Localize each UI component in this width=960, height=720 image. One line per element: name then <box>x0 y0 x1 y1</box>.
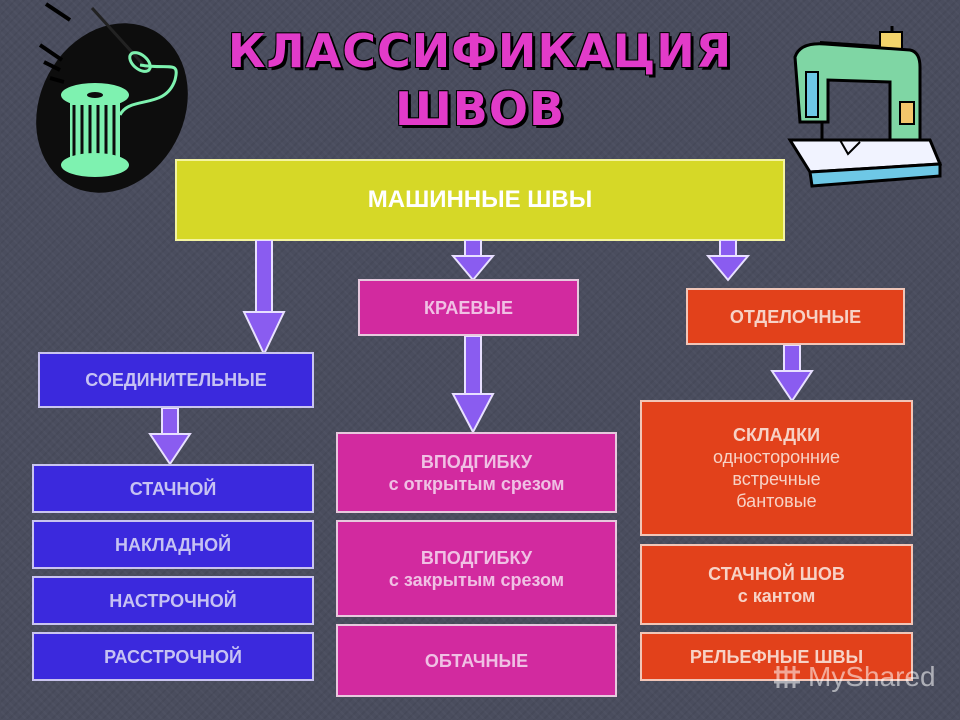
title-line-2: ШВОВ <box>394 82 566 136</box>
connecting-item-3: НАСТРОЧНОЙ <box>109 590 237 611</box>
finishing-item-2-sub: с кантом <box>737 585 816 606</box>
list-item: РЕЛЬЕФНЫЕ ШВЫ <box>640 632 913 681</box>
finishing-item-1-line-1: односторонние <box>712 447 841 467</box>
list-item: ВПОДГИБКУ с открытым срезом <box>336 432 617 513</box>
list-item: РАССТРОЧНОЙ <box>32 632 314 681</box>
root-label: МАШИННЫЕ ШВЫ <box>367 186 593 213</box>
arrow-edge-to-items <box>451 336 495 434</box>
list-item: СТАЧНОЙ ШОВ с кантом <box>640 544 913 625</box>
connecting-item-2: НАКЛАДНОЙ <box>114 534 232 555</box>
root-node: МАШИННЫЕ ШВЫ <box>175 159 785 241</box>
branch-connecting: СОЕДИНИТЕЛЬНЫЕ <box>38 352 314 408</box>
list-item: СКЛАДКИ односторонние встречные бантовые <box>640 400 913 536</box>
arrow-connecting-to-items <box>148 408 192 466</box>
watermark-logo-icon <box>774 666 800 688</box>
list-item: ОБТАЧНЫЕ <box>336 624 617 697</box>
finishing-item-1-title: СКЛАДКИ <box>732 425 821 445</box>
edge-item-1-sub: с открытым срезом <box>388 473 565 494</box>
arrow-finishing-to-items <box>770 345 814 403</box>
edge-item-2-title: ВПОДГИБКУ <box>420 547 533 568</box>
arrow-root-to-finishing <box>706 240 750 282</box>
finishing-item-1-line-2: встречные <box>732 469 821 489</box>
edge-item-3-title: ОБТАЧНЫЕ <box>424 650 529 671</box>
sewing-machine-icon <box>787 26 943 188</box>
list-item: НАСТРОЧНОЙ <box>32 576 314 625</box>
branch-edge: КРАЕВЫЕ <box>358 279 579 336</box>
page-title: КЛАССИФИКАЦИЯ ШВОВ <box>200 22 760 138</box>
list-item: ВПОДГИБКУ с закрытым срезом <box>336 520 617 617</box>
edge-item-1-title: ВПОДГИБКУ <box>420 451 533 472</box>
finishing-item-2-title: СТАЧНОЙ ШОВ <box>708 563 845 584</box>
connecting-item-4: РАССТРОЧНОЙ <box>104 646 242 667</box>
branch-edge-label: КРАЕВЫЕ <box>423 297 514 318</box>
finishing-item-3-title: РЕЛЬЕФНЫЕ ШВЫ <box>689 646 864 667</box>
branch-connecting-label: СОЕДИНИТЕЛЬНЫЕ <box>85 370 267 390</box>
branch-finishing-label: ОТДЕЛОЧНЫЕ <box>729 306 862 327</box>
arrow-root-to-edge <box>451 240 495 282</box>
connecting-item-1: СТАЧНОЙ <box>129 478 217 499</box>
title-line-1: КЛАССИФИКАЦИЯ <box>227 24 733 78</box>
edge-item-2-sub: с закрытым срезом <box>388 569 565 590</box>
thread-spool-icon <box>36 2 188 193</box>
watermark: MyShared <box>772 660 936 694</box>
watermark-text: MyShared <box>808 661 936 692</box>
finishing-item-1-line-3: бантовые <box>736 491 817 511</box>
list-item: СТАЧНОЙ <box>32 464 314 513</box>
list-item: НАКЛАДНОЙ <box>32 520 314 569</box>
arrow-root-to-connecting <box>242 240 286 356</box>
branch-finishing: ОТДЕЛОЧНЫЕ <box>686 288 905 345</box>
